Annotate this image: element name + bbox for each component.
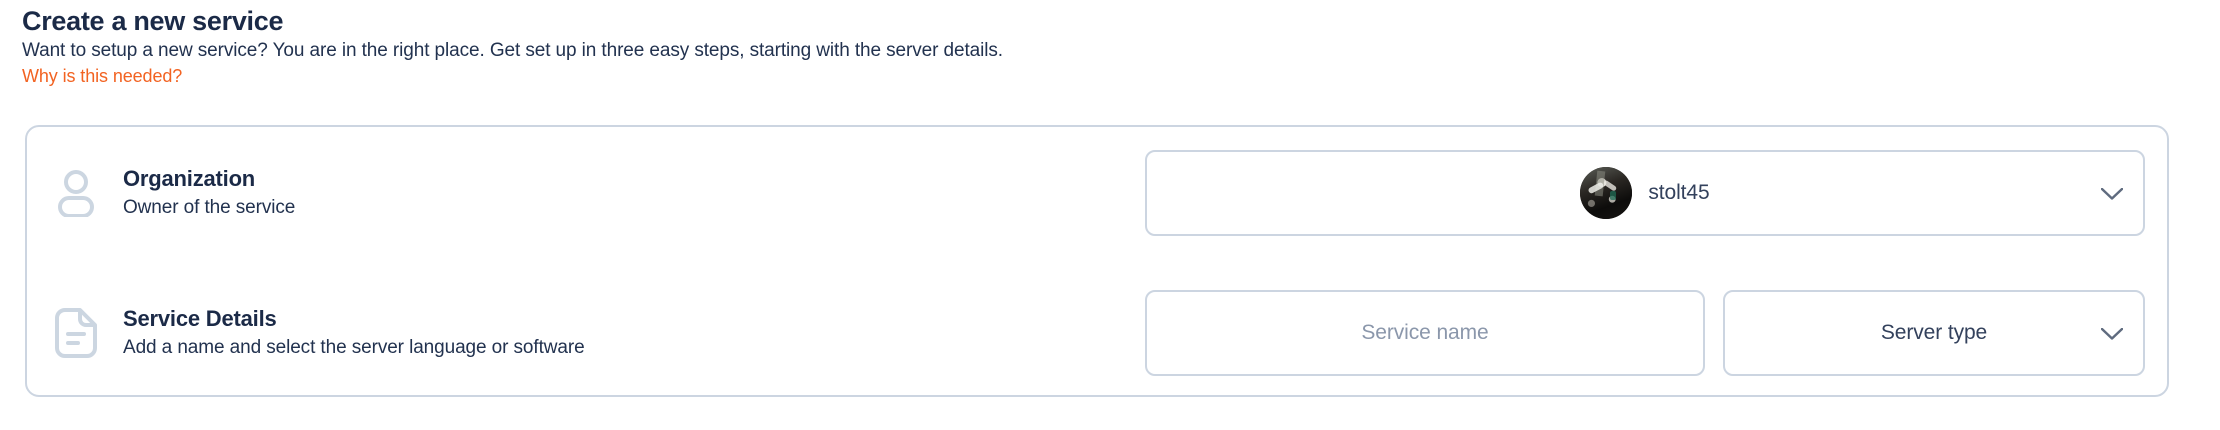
service-details-title: Service Details (123, 306, 277, 331)
server-type-value-group: Server type (1725, 321, 2143, 345)
service-details-text-block: Service Details Add a name and select th… (123, 304, 585, 362)
server-type-select[interactable]: Server type (1723, 290, 2145, 376)
create-service-card: Organization Owner of the service stolt4… (25, 125, 2169, 397)
page-header: Create a new service Want to setup a new… (22, 4, 2182, 89)
service-details-controls: Service name Server type (1145, 290, 2145, 376)
organization-controls: stolt45 (1145, 150, 2145, 236)
organization-select-value: stolt45 (1648, 181, 1710, 204)
user-avatar (1580, 167, 1633, 219)
organization-descriptor: Organization Owner of the service (27, 162, 787, 224)
service-details-row: Service Details Add a name and select th… (27, 285, 2167, 381)
why-is-this-needed-link[interactable]: Why is this needed? (22, 66, 183, 86)
service-name-placeholder: Service name (1361, 321, 1489, 344)
service-name-field[interactable]: Service name (1145, 290, 1705, 376)
document-icon (47, 302, 105, 364)
page-title: Create a new service (22, 6, 284, 36)
server-type-value: Server type (1880, 321, 1988, 344)
organization-description: Owner of the service (123, 197, 296, 218)
service-details-description: Add a name and select the server languag… (123, 337, 585, 358)
chevron-down-icon[interactable] (2101, 188, 2123, 200)
organization-select[interactable]: stolt45 (1145, 150, 2145, 236)
person-icon (47, 162, 105, 224)
organization-row: Organization Owner of the service stolt4… (27, 145, 2167, 241)
chevron-down-icon[interactable] (2101, 328, 2123, 340)
organization-title: Organization (123, 166, 256, 191)
organization-select-value-group: stolt45 (1147, 167, 2143, 219)
service-details-descriptor: Service Details Add a name and select th… (27, 302, 787, 364)
organization-text-block: Organization Owner of the service (123, 164, 295, 222)
service-name-value-group: Service name (1147, 321, 1703, 345)
page-subtitle: Want to setup a new service? You are in … (22, 40, 1003, 61)
